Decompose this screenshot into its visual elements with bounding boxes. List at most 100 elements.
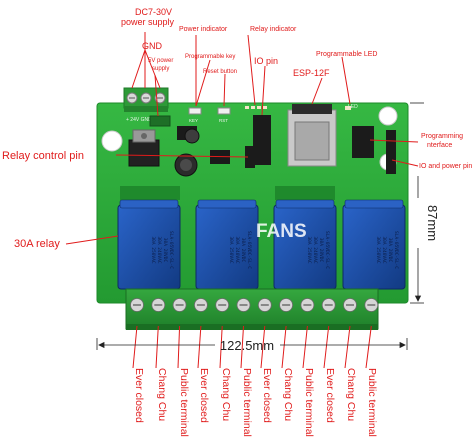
terminal-screws	[130, 298, 379, 312]
terminal-screw-icon	[364, 298, 379, 312]
height-dimension-label: 87mm	[425, 205, 440, 241]
terminal-leader	[302, 325, 308, 369]
programming-header	[352, 126, 374, 158]
power-input-terminal	[123, 87, 169, 112]
terminal-label: Chang Chu	[220, 368, 232, 421]
relay-marking: 30A 250VAC	[150, 236, 156, 263]
relay-30a-label: 30A relay	[14, 238, 60, 250]
relay-control-pin-label: Relay control pin	[2, 150, 84, 162]
esp-label: ESP-12F	[293, 68, 330, 78]
terminal-leader	[132, 325, 138, 369]
relay-marking: 30A 240VAC	[381, 236, 387, 263]
relay-marking: 30A 250VAC	[306, 236, 312, 263]
terminal-label: Chang Chu	[282, 368, 294, 421]
terminal-leader	[155, 325, 159, 369]
reset-button	[217, 107, 231, 115]
terminal-label: Chang Chu	[345, 368, 357, 421]
terminal-leader	[323, 325, 330, 369]
relay-indicator-leds	[245, 106, 267, 109]
terminal-leader	[260, 325, 266, 369]
programming-interface-label-2: nterface	[427, 142, 452, 149]
terminal-label: Public terminal	[241, 368, 253, 437]
terminal-screw-icon	[236, 298, 251, 312]
terminal-screw-icon	[172, 298, 187, 312]
width-dimension	[96, 338, 408, 350]
terminal-leader	[240, 325, 244, 369]
relay-marking: SLA-05VDC-SL-C	[393, 231, 399, 269]
terminal-label: Ever closed	[324, 368, 336, 423]
terminal-screw-icon	[279, 298, 294, 312]
io-power-pin-header	[386, 130, 396, 174]
watermark: FANS	[256, 221, 307, 242]
relay-marking: SLA-05VDC-SL-C	[324, 231, 330, 269]
terminal-label: Public terminal	[178, 368, 190, 437]
five-v-supply-label: supply	[152, 66, 169, 72]
io-power-pin-label: IO and power pin	[419, 163, 472, 170]
io-pin-label: IO pin	[254, 56, 278, 66]
relay-marking: 30A 240VAC	[234, 236, 240, 263]
programmable-led-label: Programmable LED	[316, 51, 377, 58]
relay-indicator-label: Relay indicator	[250, 26, 297, 33]
relay-marking: 30A 250VAC	[375, 236, 381, 263]
relay-driver-components	[120, 186, 335, 200]
terminal-label: Ever closed	[198, 368, 210, 423]
terminal-leader	[281, 325, 287, 369]
mounting-hole-icon	[101, 130, 123, 152]
relay-marking: SLA-05VDC-SL-C	[246, 231, 252, 269]
silk-led-label: LED	[348, 104, 358, 110]
programmable-led	[345, 106, 351, 110]
relay-marking: 30A 28VDC	[162, 238, 168, 263]
programmable-key-label: Programmable key	[185, 54, 235, 60]
terminal-leader	[197, 325, 202, 369]
capacitor	[184, 128, 200, 144]
relay-marking: 30A 250VAC	[228, 236, 234, 263]
voltage-regulator	[128, 129, 160, 167]
terminal-screw-icon	[300, 298, 315, 312]
silk-key-label: KEY	[189, 118, 198, 123]
terminal-screw-icon	[321, 298, 336, 312]
height-dimension	[410, 102, 424, 304]
terminal-leader	[219, 325, 223, 369]
terminal-label: Chang Chu	[156, 368, 168, 421]
relay-marking: 30A 28VDC	[240, 238, 246, 263]
terminal-leader	[177, 325, 181, 369]
terminal-screw-icon	[257, 298, 272, 312]
terminal-screw-icon	[193, 298, 208, 312]
inductor	[174, 153, 198, 177]
terminal-labels: Ever closed Chang Chu Public terminal Ever …	[133, 368, 378, 437]
terminal-leader	[365, 325, 372, 369]
output-terminal-block	[125, 288, 379, 330]
terminal-label: Public terminal	[366, 368, 378, 437]
relay-marking: 30A 28VDC	[387, 238, 393, 263]
terminal-screw-icon	[130, 298, 144, 312]
relay-marking: 30A 240VAC	[312, 236, 318, 263]
reset-button-label: Reset button	[203, 69, 237, 75]
five-v-terminal	[149, 115, 171, 127]
programmable-key-button	[188, 107, 202, 115]
silk-vin-label: + 24V GND 5V	[126, 117, 160, 123]
relay-marking: SLA-05VDC-SL-C	[168, 231, 174, 269]
five-v-label: 5V power	[148, 58, 173, 64]
relay-control-header	[245, 146, 255, 168]
terminal-screw-icon	[151, 298, 166, 312]
terminal-leader-lines	[132, 325, 372, 369]
supply-voltage-label: DC7-30V	[135, 7, 172, 17]
power-indicator-label: Power indicator	[179, 26, 228, 33]
width-dimension-label: 122.5mm	[220, 338, 274, 353]
power-supply-label: power supply	[121, 17, 175, 27]
programming-interface-label: Programming	[421, 133, 463, 140]
terminal-screw-icon	[343, 298, 357, 312]
terminal-label: Ever closed	[133, 368, 145, 423]
io-pin-header	[253, 115, 271, 165]
terminal-label: Ever closed	[261, 368, 273, 423]
silk-rst-label: RST	[219, 118, 228, 123]
terminal-screw-icon	[215, 298, 230, 312]
mounting-hole-icon	[378, 106, 398, 126]
terminal-label: Public terminal	[303, 368, 315, 437]
